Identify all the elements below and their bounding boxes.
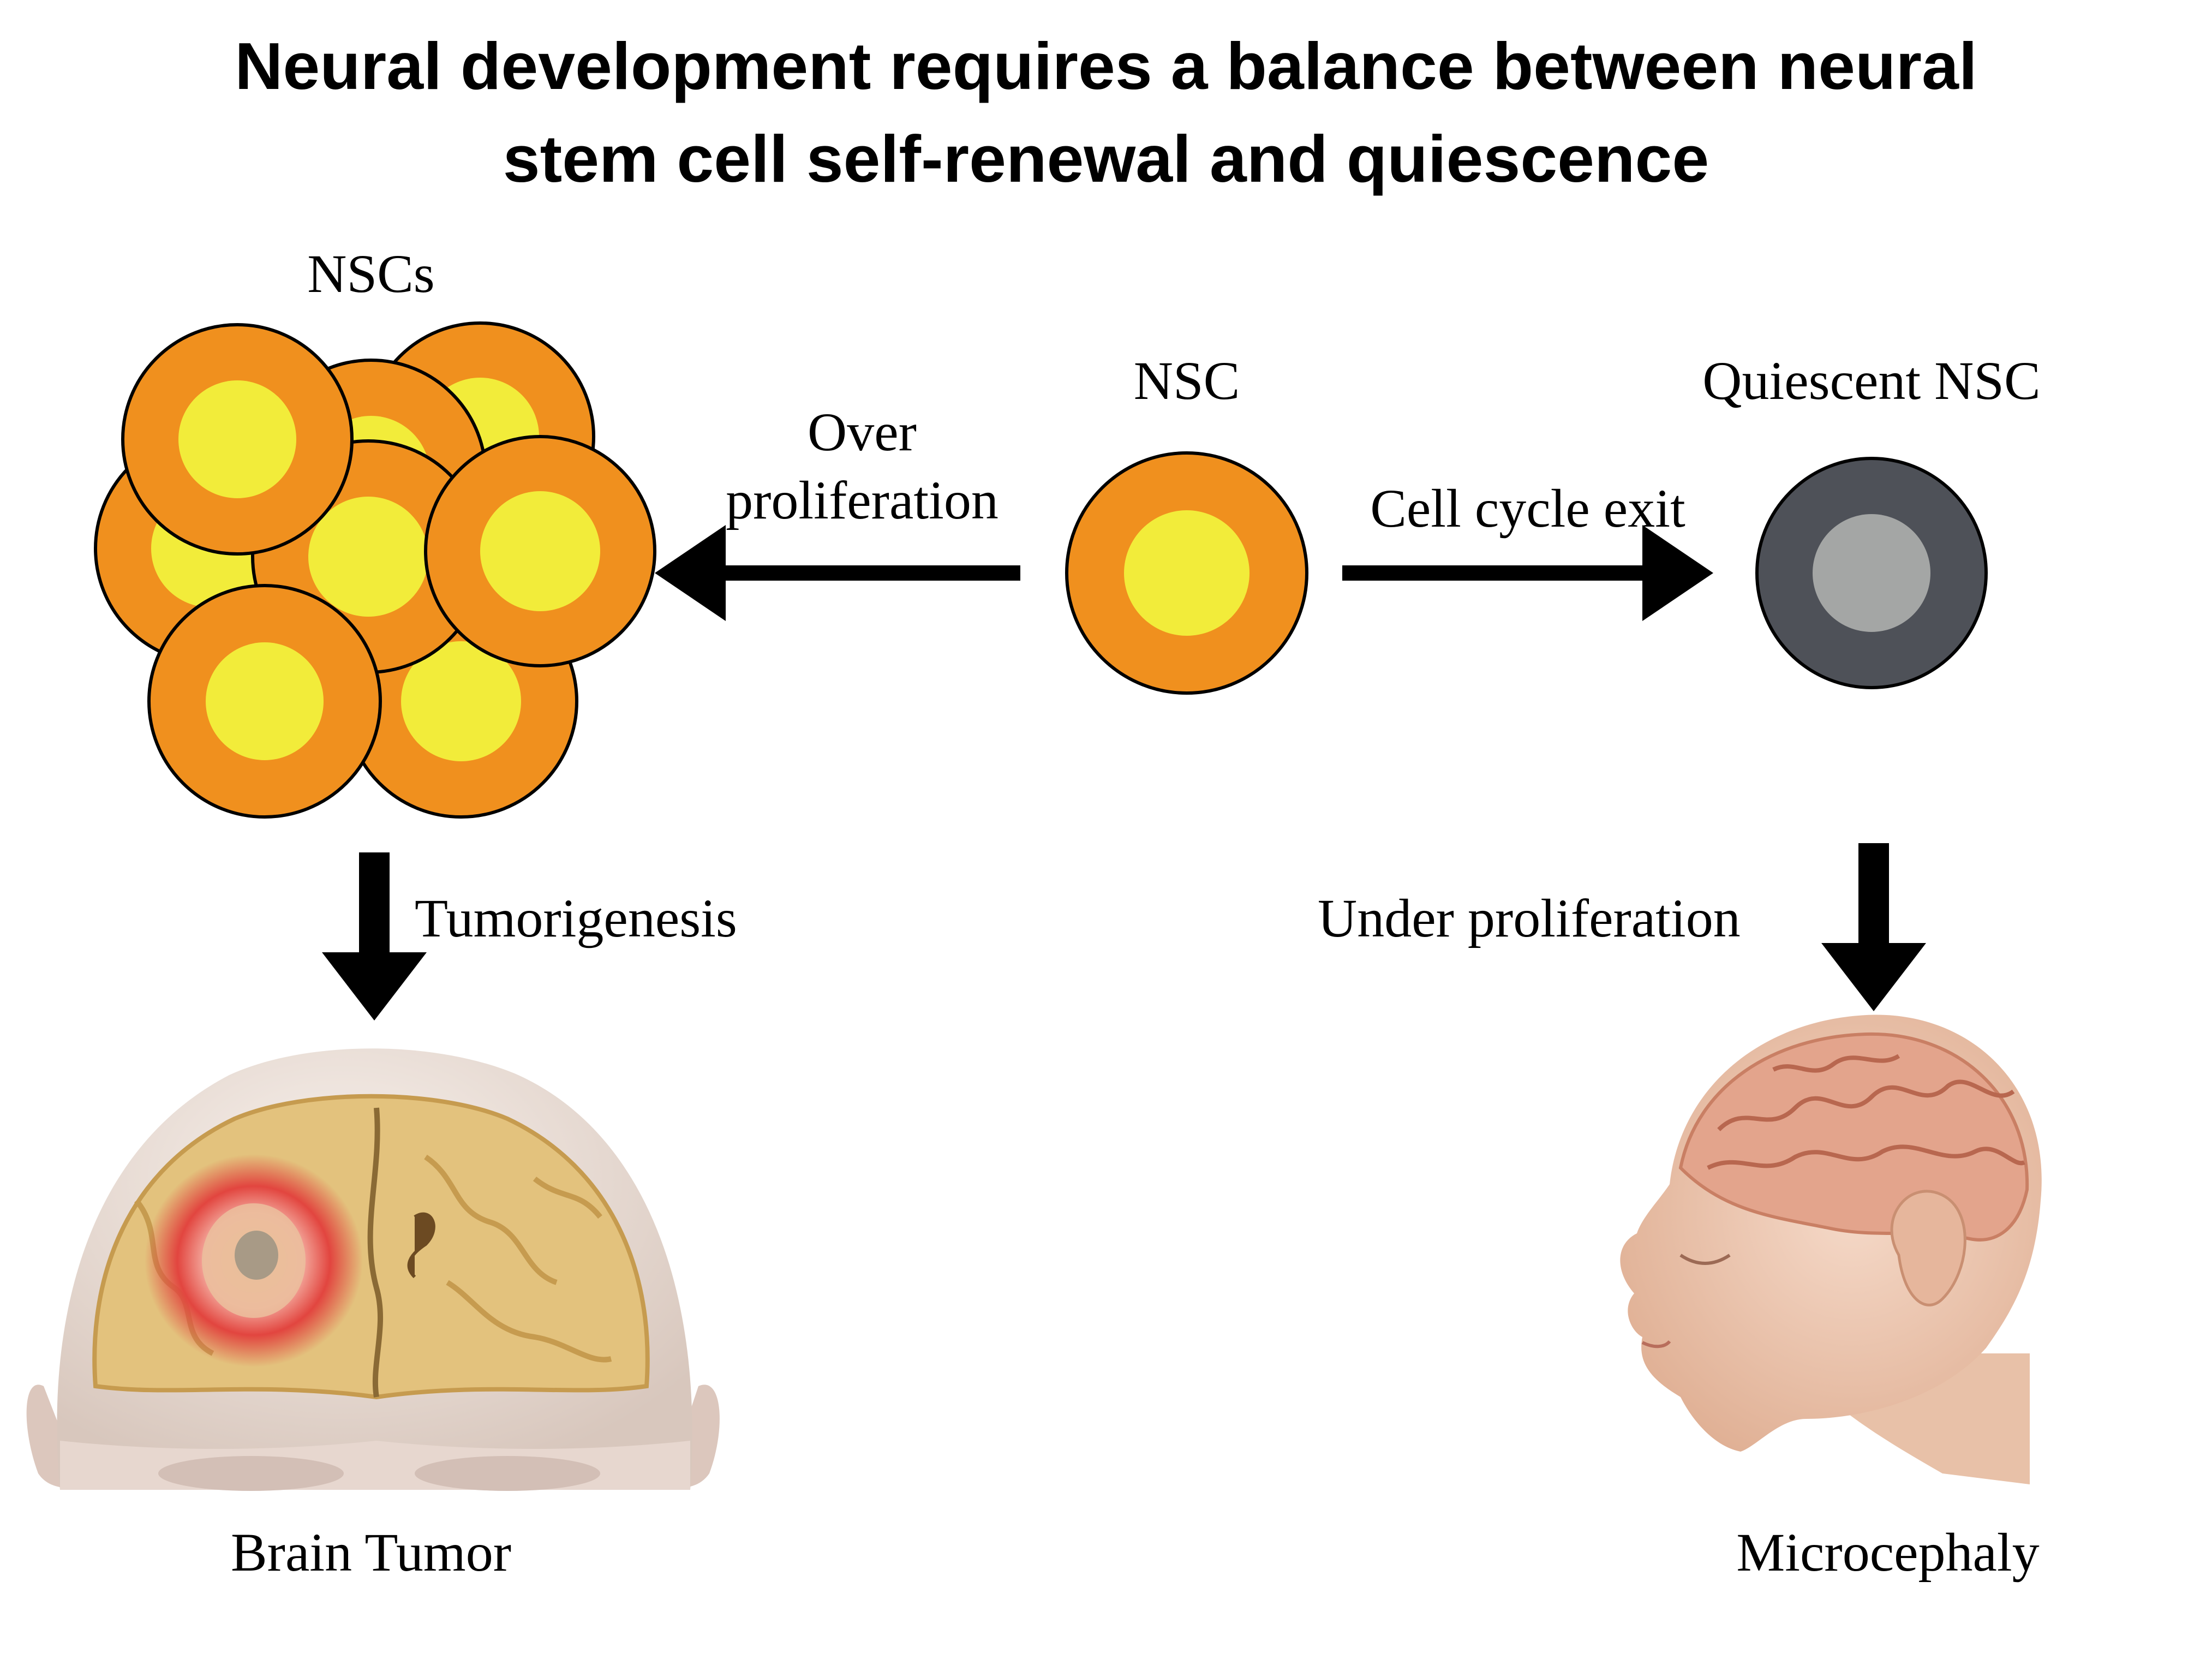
label-microcephaly: Microcephaly: [1736, 1522, 2040, 1583]
label-nsc: NSC: [1133, 350, 1240, 411]
label-tumorigenesis: Tumorigenesis: [415, 888, 737, 948]
nsc-cell: [1065, 451, 1308, 695]
title-line-2: stem cell self-renewal and quiescence: [503, 122, 1709, 196]
nsc-cluster: [94, 321, 656, 819]
label-under-proliferation: Under proliferation: [1318, 888, 1741, 948]
figure-title: Neural development requires a balance be…: [0, 20, 2212, 205]
brain-tumor-illustration: [26, 1048, 720, 1491]
label-proliferation: proliferation: [726, 470, 999, 530]
cluster-cell: [424, 435, 656, 667]
arrow-right-icon: [1342, 525, 1713, 621]
label-quiescent-nsc: Quiescent NSC: [1702, 350, 2041, 411]
label-brain-tumor: Brain Tumor: [230, 1522, 511, 1583]
cluster-cell: [121, 323, 354, 556]
arrow-down-icon: [1821, 843, 1926, 1011]
label-nscs: NSCs: [307, 243, 435, 304]
cluster-cell: [147, 584, 382, 819]
title-line-1: Neural development requires a balance be…: [235, 29, 1977, 103]
arrow-left-icon: [655, 525, 1020, 621]
quiescent-nsc-cell: [1755, 457, 1988, 689]
arrow-down-icon: [322, 852, 427, 1021]
label-over: Over: [808, 402, 917, 462]
label-cell-cycle-exit: Cell cycle exit: [1370, 478, 1685, 539]
microcephaly-illustration: [1620, 1015, 2042, 1484]
